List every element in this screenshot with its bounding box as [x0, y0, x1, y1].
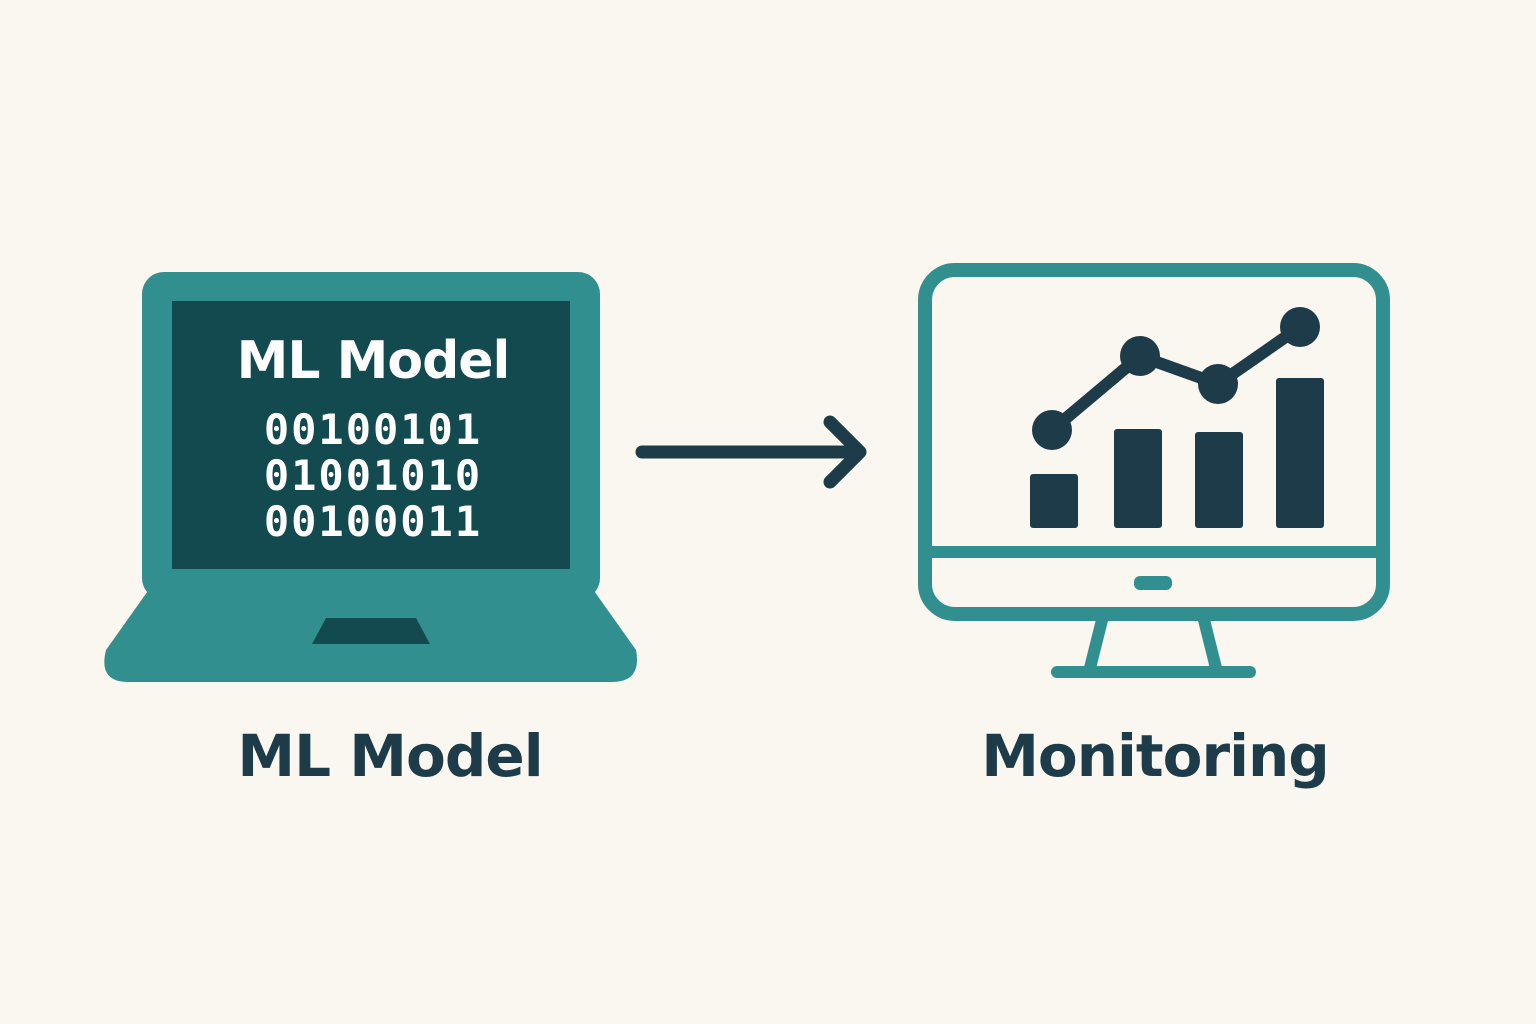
arrow-right-icon	[635, 415, 867, 489]
chart-bar-4	[1276, 378, 1324, 528]
caption-ml-model: ML Model	[237, 722, 543, 790]
monitor-stand	[1084, 614, 1222, 674]
binary-line-3: 00100011	[264, 497, 482, 546]
monitor-frame	[918, 263, 1390, 621]
laptop-screen	[172, 301, 570, 569]
chart-point-2	[1120, 336, 1160, 376]
laptop-touchpad	[312, 618, 430, 644]
laptop-icon: ML Model 00100101 01001010 00100011	[104, 272, 637, 682]
monitor-button	[1134, 576, 1172, 590]
chart-trend-line	[1046, 321, 1306, 436]
chart-point-1	[1032, 410, 1072, 450]
chart-bar-3	[1195, 432, 1243, 528]
laptop-screen-title: ML Model	[237, 331, 510, 391]
caption-monitoring: Monitoring	[981, 722, 1330, 790]
chart-point-3	[1198, 364, 1238, 404]
bar-line-chart-icon	[1030, 307, 1324, 528]
monitor-icon	[918, 263, 1390, 678]
chart-point-4	[1280, 307, 1320, 347]
chart-bar-1	[1030, 474, 1078, 528]
arrow-head	[823, 415, 867, 489]
binary-line-1: 00100101	[264, 405, 482, 454]
binary-line-2: 01001010	[264, 451, 482, 500]
chart-bar-2	[1114, 429, 1162, 528]
